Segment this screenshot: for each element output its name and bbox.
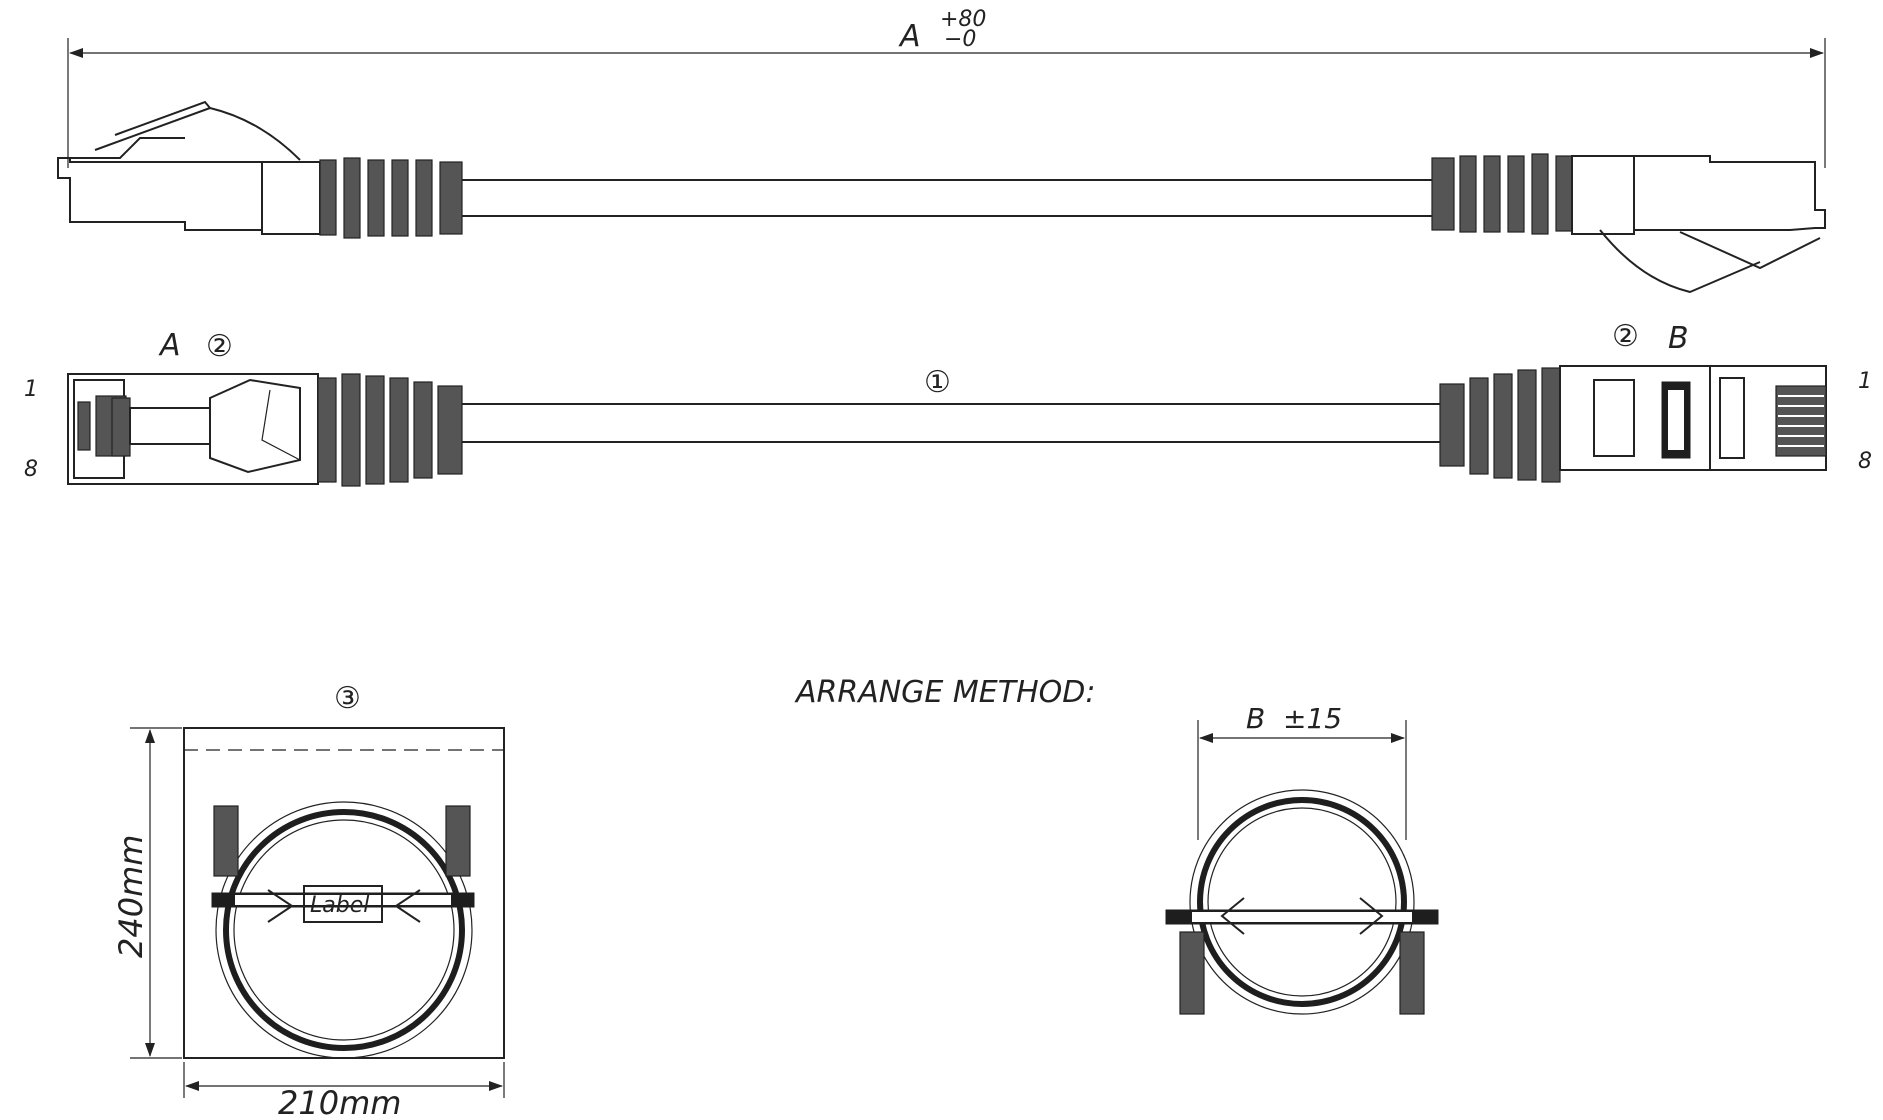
- callout-connector-a: ②: [206, 329, 233, 364]
- right-plug-side-view: [1431, 153, 1826, 294]
- tolerance-minus: −0: [944, 27, 976, 52]
- bag-height-label: 240mm: [112, 835, 150, 958]
- cable-side-view: [462, 179, 1432, 217]
- packaging-bag: ③ 240mm 210mm Label: [112, 681, 505, 1120]
- pin-left-8: 8: [24, 457, 38, 482]
- right-boot-ribs: [1431, 153, 1573, 235]
- length-label-a: A: [898, 19, 921, 54]
- bag-coil: Label: [211, 801, 475, 1059]
- callout-bag: ③: [334, 681, 361, 716]
- left-plug-side-view: [57, 100, 463, 239]
- left-boot-ribs: [319, 157, 463, 239]
- arrange-method-heading: ARRANGE METHOD:: [794, 675, 1095, 710]
- callout-connector-b: ②: [1612, 319, 1639, 354]
- bag-height-dimension: 240mm: [112, 727, 182, 1059]
- cable-top-view: [462, 403, 1440, 443]
- right-boot-top-ribs: [1439, 367, 1561, 483]
- contact-pins: [1775, 385, 1827, 457]
- left-boot-top-ribs: [317, 373, 463, 487]
- bag-width-label: 210mm: [278, 1084, 401, 1120]
- callout-cable: ①: [924, 365, 951, 400]
- arranged-coil: [1165, 789, 1439, 1015]
- tolerance-plus: +80: [940, 7, 986, 32]
- right-plug-top-view: [1439, 365, 1827, 483]
- coil-diameter-label: B ±15: [1246, 702, 1342, 735]
- pin-right-1: 1: [1858, 369, 1872, 394]
- end-label-a: A: [158, 328, 181, 363]
- end-label-b: B: [1668, 321, 1689, 356]
- bag-width-dimension: 210mm: [183, 1062, 505, 1120]
- overall-length-dimension: A +80 −0: [67, 7, 1826, 168]
- pin-left-1: 1: [24, 377, 38, 402]
- coil-diameter-dimension: B ±15: [1197, 702, 1407, 840]
- pin-right-8: 8: [1858, 449, 1872, 474]
- label-tag: Label: [310, 893, 369, 918]
- left-plug-top-view: [67, 373, 463, 487]
